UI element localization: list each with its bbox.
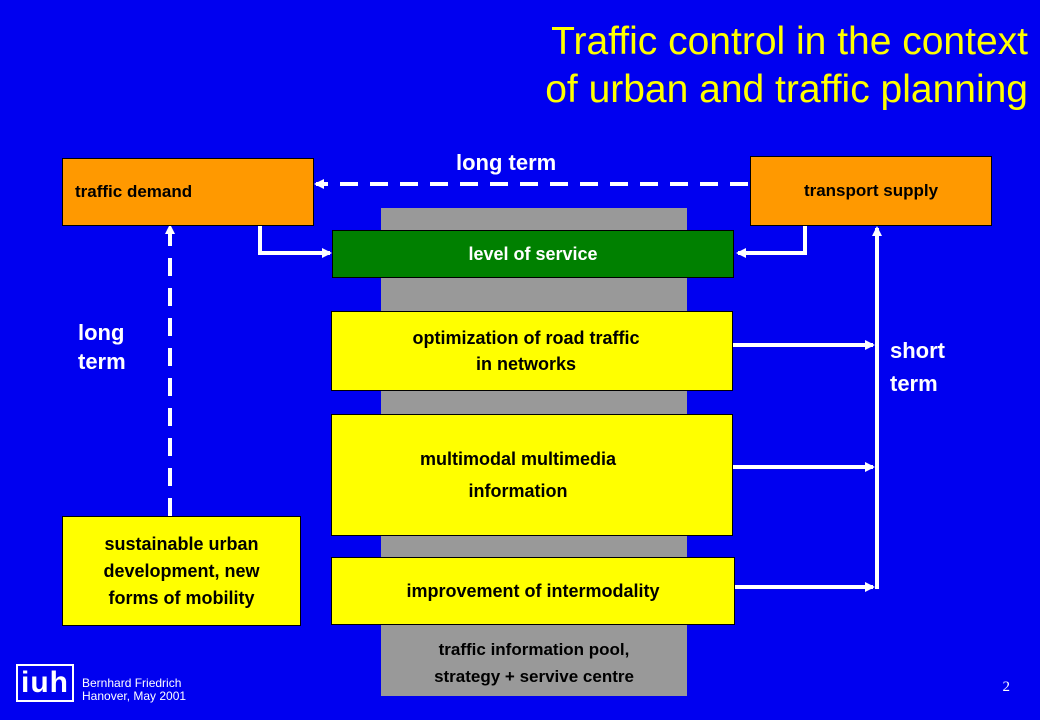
sustainable-label: sustainable urban development, new forms… bbox=[103, 533, 260, 608]
transport-supply-box: transport supply bbox=[750, 156, 992, 226]
short-term-right-label: short term bbox=[890, 338, 945, 396]
intermodality-label: improvement of intermodality bbox=[406, 580, 660, 601]
demand-to-los-arrow bbox=[258, 226, 332, 258]
level-of-service-box: level of service bbox=[332, 230, 734, 278]
multimodal-box: multimodal multimedia information bbox=[331, 414, 733, 536]
optimization-box: optimization of road traffic in networks bbox=[331, 311, 733, 391]
transport-supply-label: transport supply bbox=[803, 181, 939, 200]
title-line-1: Traffic control in the context bbox=[551, 20, 1028, 63]
level-of-service-label: level of service bbox=[468, 243, 598, 264]
slide-title: Traffic control in the context of urban … bbox=[408, 18, 1028, 114]
optimization-label: optimization of road traffic in networks bbox=[412, 328, 640, 374]
sustainable-box: sustainable urban development, new forms… bbox=[62, 516, 301, 626]
traffic-demand-label: traffic demand bbox=[75, 182, 193, 201]
info-pool-label: traffic information pool, strategy + ser… bbox=[434, 640, 634, 686]
iuh-logo: iuh bbox=[16, 664, 74, 702]
title-line-2: of urban and traffic planning bbox=[545, 68, 1028, 111]
footer-author: Bernhard Friedrich Hanover, May 2001 bbox=[82, 676, 187, 703]
page-number: 2 bbox=[1002, 679, 1011, 695]
traffic-demand-box: traffic demand bbox=[62, 158, 314, 226]
long-term-left-label: long term bbox=[78, 320, 126, 374]
multimodal-label: multimodal multimedia information bbox=[419, 449, 617, 501]
supply-to-los-arrow bbox=[736, 226, 807, 258]
long-term-top-label: long term bbox=[456, 150, 557, 175]
intermodality-box: improvement of intermodality bbox=[331, 557, 735, 625]
